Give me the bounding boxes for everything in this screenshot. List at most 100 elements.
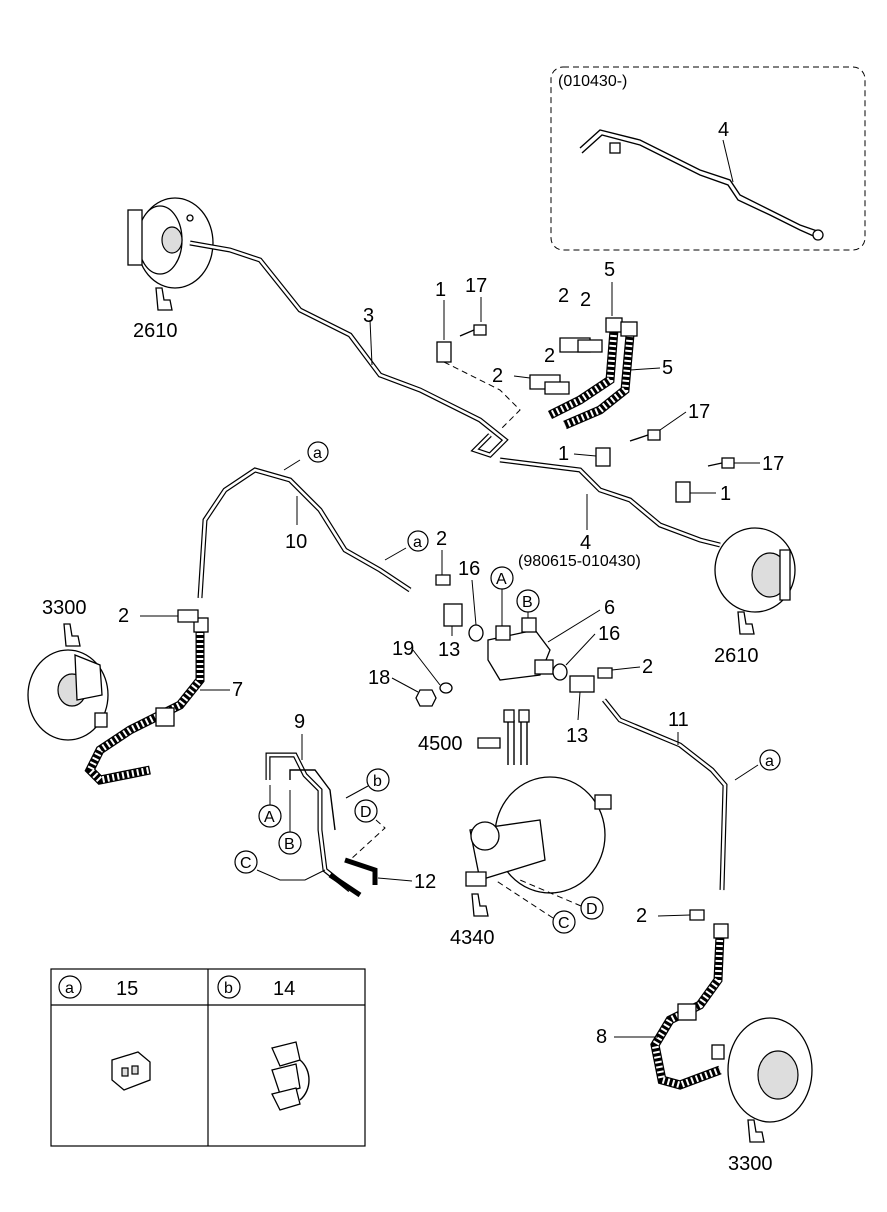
legend-part-14: 14 (273, 978, 295, 1000)
rear-left-brake-drum (27, 649, 109, 741)
part-label-8: 8 (596, 1026, 607, 1048)
proportioning-valve-6 (487, 617, 554, 681)
part-label-7: 7 (232, 679, 243, 701)
inset-box: (010430-) 4 (550, 66, 866, 251)
hand-pointer-icon (747, 1119, 765, 1143)
part-label-2-mid: 2 (436, 528, 447, 550)
part-label-4-main: 4 (580, 532, 591, 554)
part-label-13-a: 13 (438, 639, 460, 661)
front-right-brake-disc (714, 527, 796, 613)
bolt-17-middle (629, 429, 661, 442)
callout-a-1 (307, 441, 329, 463)
hand-pointer-icon (471, 893, 489, 917)
inset-part-label-4: 4 (718, 119, 729, 141)
part-label-2-c: 2 (544, 345, 555, 367)
part-label-1-upper: 1 (435, 279, 446, 301)
callout-D-2 (580, 896, 604, 920)
pipe-clip-1-middle (595, 447, 611, 467)
part-label-4500: 4500 (418, 733, 463, 755)
legend-ref-a (58, 975, 82, 999)
clip-2-low (689, 909, 705, 921)
callout-a-2 (407, 530, 429, 552)
part-label-9: 9 (294, 711, 305, 733)
nut-18 (415, 689, 437, 707)
callout-B-1-text: B (522, 594, 533, 611)
part-label-17-middle: 17 (688, 401, 710, 423)
part-label-13-b: 13 (566, 725, 588, 747)
part-label-6: 6 (604, 597, 615, 619)
clip-2-left (177, 609, 199, 623)
part-label-12: 12 (414, 871, 436, 893)
callout-D-2-text: D (586, 901, 598, 918)
clip-2-group (529, 337, 603, 395)
part-label-19: 19 (392, 638, 414, 660)
fitting-13-a (443, 603, 463, 627)
brake-pipe-12 (328, 857, 378, 898)
part-label-3300-left: 3300 (42, 597, 87, 619)
callout-C-1 (234, 850, 258, 874)
callout-C-2 (552, 910, 576, 934)
callout-a-2-text: a (413, 534, 422, 551)
part-label-3: 3 (363, 305, 374, 327)
rear-right-brake-disc (711, 1017, 813, 1123)
part-label-2-low: 2 (636, 905, 647, 927)
bolt-17-right (707, 457, 735, 469)
callout-a-1-text: a (313, 445, 322, 462)
part-label-2-right: 2 (642, 656, 653, 678)
part-label-2-a: 2 (558, 285, 569, 307)
front-left-brake-disc (127, 197, 214, 289)
part-4-date-range: (980615-010430) (518, 553, 641, 570)
part-label-1-middle: 1 (558, 443, 569, 465)
inset-date-range: (010430-) (558, 73, 627, 90)
callout-C-1-text: C (240, 855, 252, 872)
seal-16-b (552, 663, 568, 681)
legend-part-15: 15 (116, 978, 138, 1000)
clip-2-mid (435, 574, 451, 586)
part-label-2610-right: 2610 (714, 645, 759, 667)
part-label-18: 18 (368, 667, 390, 689)
part-label-2-left: 2 (118, 605, 129, 627)
legend-table: a 15 b 14 (50, 968, 366, 1147)
callout-C-2-text: C (558, 915, 570, 932)
inset-brake-pipe (579, 129, 821, 233)
pipe-clip-1-upper (436, 300, 452, 363)
brake-booster-master-cylinder (465, 776, 612, 894)
legend-ref-b (217, 975, 241, 999)
part-label-5-a: 5 (604, 259, 615, 281)
seal-16-a (468, 624, 484, 642)
callout-a-3 (759, 749, 781, 771)
callout-B-2-text: B (284, 836, 295, 853)
part-label-5-b: 5 (662, 357, 673, 379)
hose-8-fitting (713, 923, 729, 939)
hand-pointer-icon (63, 623, 81, 647)
part-label-17-right: 17 (762, 453, 784, 475)
legend-ref-b-text: b (224, 980, 233, 997)
hand-pointer-icon (155, 287, 173, 311)
callout-b-1 (366, 768, 390, 792)
part-label-16-a: 16 (458, 558, 480, 580)
part-label-10: 10 (285, 531, 307, 553)
bolt-17-upper (459, 297, 487, 337)
part-label-3300-right: 3300 (728, 1153, 773, 1175)
part-label-4340: 4340 (450, 927, 495, 949)
washer-19 (439, 682, 453, 694)
callout-D-1 (354, 799, 378, 823)
pipe-clip-1-right (675, 481, 691, 503)
hand-pointer-icon (737, 611, 755, 635)
brake-pipe-11 (602, 698, 728, 891)
callout-A-1-text: A (496, 571, 507, 588)
callout-a-3-text: a (765, 753, 774, 770)
brake-pipe-3 (189, 240, 509, 458)
callout-D-1-text: D (360, 804, 372, 821)
legend-ref-a-text: a (65, 980, 74, 997)
part-label-2-b: 2 (580, 289, 591, 311)
brake-hose-5 (547, 317, 638, 430)
part-label-1-right: 1 (720, 483, 731, 505)
fitting-13-b (569, 675, 595, 693)
part-label-2-d: 2 (492, 365, 503, 387)
hand-pointer-icon (477, 737, 501, 749)
part-label-16-b: 16 (598, 623, 620, 645)
part-label-17-upper: 17 (465, 275, 487, 297)
clip-15-illustration (111, 1051, 151, 1091)
